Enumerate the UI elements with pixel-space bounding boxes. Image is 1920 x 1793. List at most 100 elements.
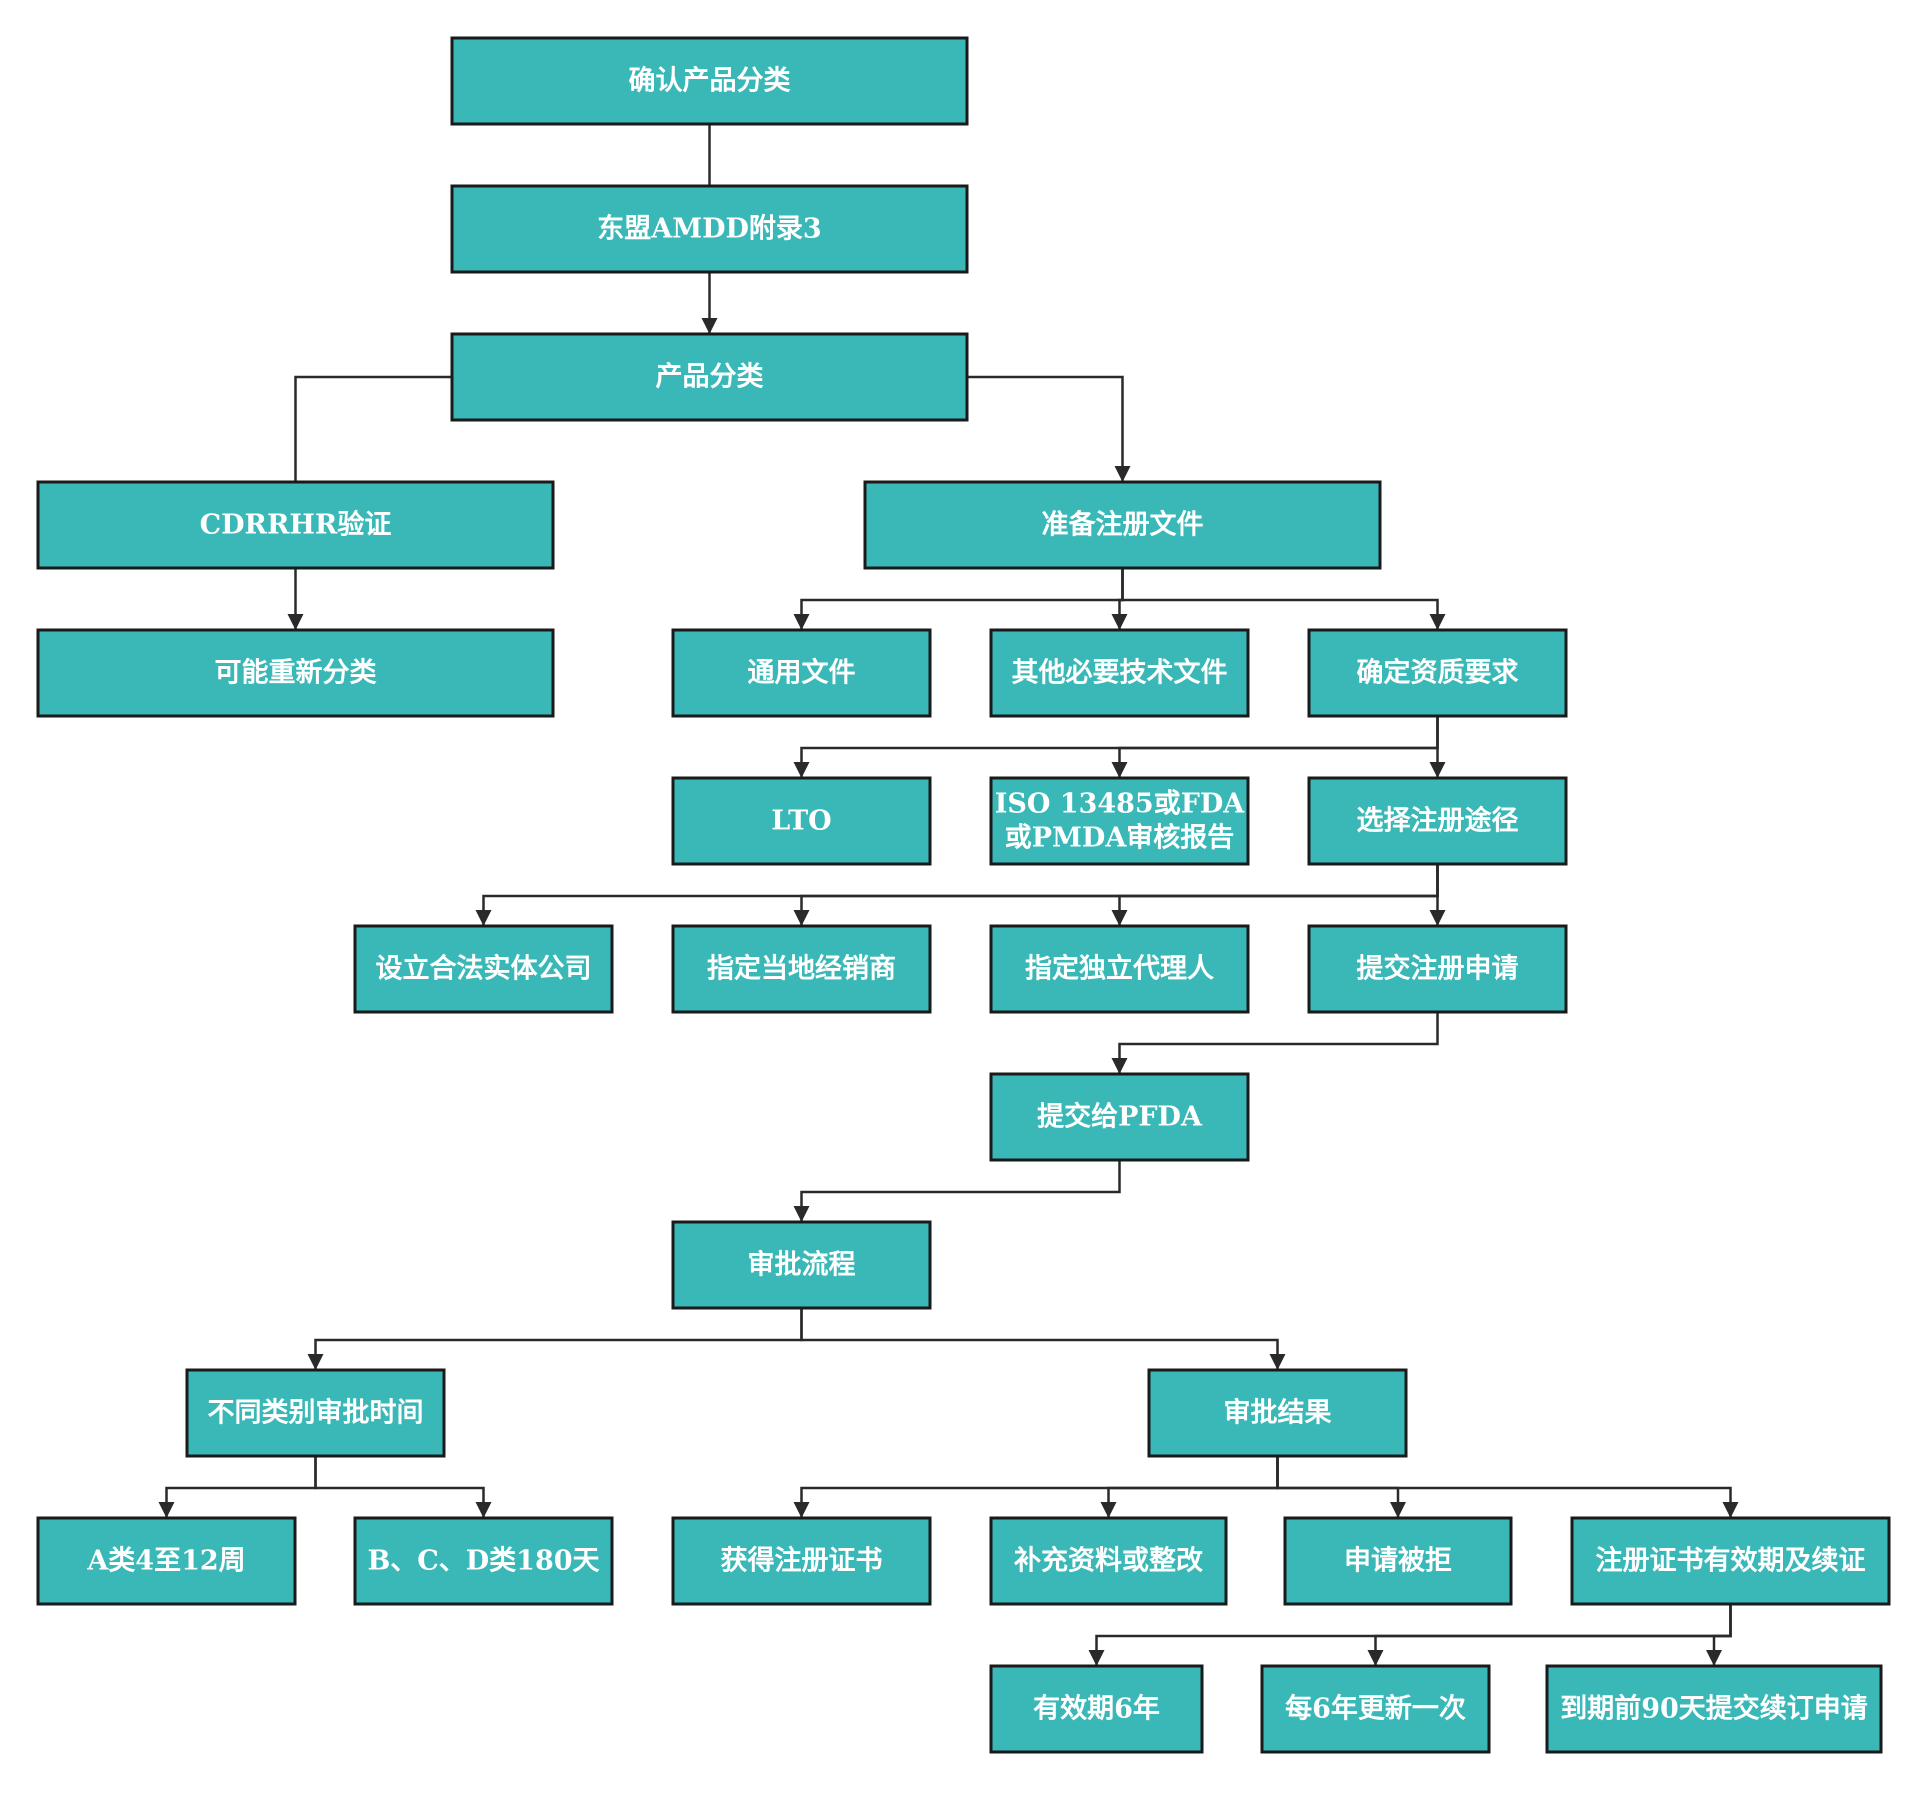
node-box <box>1283 1516 1513 1606</box>
node-lto: LTO <box>671 776 932 866</box>
edge-qualification_requirements-to-iso_fda_pmda <box>1118 716 1439 778</box>
node-box <box>671 924 932 1014</box>
node-label: 审批流程 <box>748 1249 856 1281</box>
node-box <box>1307 776 1568 866</box>
edge-prepare_registration_docs-to-general_docs <box>800 568 1124 630</box>
node-box <box>353 1516 614 1606</box>
arrowhead-local_distributor <box>793 910 810 926</box>
arrowhead-approval_process <box>793 1206 810 1222</box>
node-asean_amdd_annex3: 东盟AMDD附录3 <box>450 184 969 274</box>
arrowhead-legal_entity <box>475 910 492 926</box>
node-label: CDRRHR验证 <box>200 509 392 541</box>
edge-approval_result-to-certificate_validity_renewal <box>1276 1456 1732 1518</box>
node-choose_registration_route: 选择注册途径 <box>1307 776 1568 866</box>
node-label: A类4至12周 <box>86 1546 245 1577</box>
arrowhead-independent_agent <box>1111 910 1128 926</box>
node-box <box>671 1220 932 1310</box>
arrowhead-product_classification <box>701 318 718 334</box>
node-box <box>671 776 932 866</box>
node-box <box>1570 1516 1891 1606</box>
edge-certificate_validity_renewal-to-renew_every_6_years <box>1374 1604 1732 1666</box>
arrowhead-supplement_rectify <box>1100 1502 1117 1518</box>
node-label: 补充资料或整改 <box>1014 1545 1203 1577</box>
edge-approval_result-to-supplement_rectify <box>1107 1456 1279 1518</box>
node-box <box>450 184 969 274</box>
node-label: 或PMDA审核报告 <box>1005 822 1235 854</box>
node-application_rejected: 申请被拒 <box>1283 1516 1513 1606</box>
edge-approval_time_by_class-to-class_bcd_time <box>314 1456 485 1518</box>
node-approval_time_by_class: 不同类别审批时间 <box>185 1368 446 1458</box>
node-label: 不同类别审批时间 <box>208 1397 424 1429</box>
arrowhead-general_docs <box>793 614 810 630</box>
node-class_bcd_time: B、C、D类180天 <box>353 1516 614 1606</box>
arrowhead-submit_pfda <box>1111 1058 1128 1074</box>
arrowhead-application_rejected <box>1390 1502 1406 1518</box>
node-box <box>450 36 969 126</box>
node-box <box>671 1516 932 1606</box>
node-label: 到期前90天提交续订申请 <box>1560 1693 1868 1725</box>
edge-prepare_registration_docs-to-qualification_requirements <box>1121 568 1439 630</box>
node-box <box>353 924 614 1014</box>
edge-product_classification-to-prepare_registration_docs <box>967 375 1124 482</box>
node-label: 其他必要技术文件 <box>1012 657 1228 689</box>
edge-submit_application-to-submit_pfda <box>1118 1012 1439 1074</box>
node-box <box>185 1368 446 1458</box>
arrowhead-approval_time_by_class <box>307 1354 324 1370</box>
node-box <box>36 1516 297 1606</box>
node-label: 准备注册文件 <box>1042 509 1204 541</box>
node-box <box>1545 1664 1883 1754</box>
node-label: 东盟AMDD附录3 <box>597 213 821 245</box>
node-cdrrhr_verification: CDRRHR验证 <box>36 480 555 570</box>
node-label: 申请被拒 <box>1344 1546 1452 1577</box>
arrowhead-choose_registration_route <box>1429 762 1446 778</box>
edge-submit_pfda-to-approval_process <box>800 1160 1121 1222</box>
arrowhead-renew_90_days_before <box>1706 1650 1722 1666</box>
node-product_classification: 产品分类 <box>450 332 969 422</box>
node-label: LTO <box>771 806 831 837</box>
node-obtain_certificate: 获得注册证书 <box>671 1516 932 1606</box>
arrowhead-lto <box>793 762 810 778</box>
node-label: 有效期6年 <box>1033 1693 1160 1725</box>
node-box <box>989 924 1250 1014</box>
node-label: 指定独立代理人 <box>1025 953 1214 985</box>
node-box <box>450 332 969 422</box>
node-other_technical_docs: 其他必要技术文件 <box>989 628 1250 718</box>
arrowhead-approval_result <box>1269 1354 1286 1370</box>
arrowhead-other_technical_docs <box>1111 614 1128 630</box>
node-label: ISO 13485或FDA <box>995 789 1246 820</box>
node-submit_application: 提交注册申请 <box>1307 924 1568 1014</box>
edge-approval_process-to-approval_result <box>800 1308 1279 1370</box>
node-label: 每6年更新一次 <box>1285 1693 1466 1725</box>
node-box <box>36 628 555 718</box>
node-box <box>1307 628 1568 718</box>
node-label: 提交给PFDA <box>1037 1101 1203 1133</box>
node-general_docs: 通用文件 <box>671 628 932 718</box>
node-supplement_rectify: 补充资料或整改 <box>989 1516 1228 1606</box>
node-legal_entity: 设立合法实体公司 <box>353 924 614 1014</box>
node-box <box>1147 1368 1408 1458</box>
node-approval_process: 审批流程 <box>671 1220 932 1310</box>
arrowhead-submit_application <box>1429 910 1446 926</box>
node-approval_result: 审批结果 <box>1147 1368 1408 1458</box>
node-label: 选择注册途径 <box>1357 805 1519 837</box>
node-label: 可能重新分类 <box>215 657 377 689</box>
edge-choose_registration_route-to-independent_agent <box>1118 864 1439 926</box>
node-label: 确认产品分类 <box>629 65 791 97</box>
node-independent_agent: 指定独立代理人 <box>989 924 1250 1014</box>
node-prepare_registration_docs: 准备注册文件 <box>863 480 1382 570</box>
edges-layer <box>158 124 1739 1666</box>
node-possible_reclassification: 可能重新分类 <box>36 628 555 718</box>
node-label: 确定资质要求 <box>1357 657 1519 689</box>
node-qualification_requirements: 确定资质要求 <box>1307 628 1568 718</box>
arrowhead-possible_reclassification <box>287 614 304 630</box>
arrowhead-iso_fda_pmda <box>1111 762 1128 778</box>
edge-approval_process-to-approval_time_by_class <box>314 1308 803 1370</box>
arrowhead-obtain_certificate <box>793 1502 810 1518</box>
node-submit_pfda: 提交给PFDA <box>989 1072 1250 1162</box>
arrowhead-renew_every_6_years <box>1367 1650 1384 1666</box>
node-box <box>36 480 555 570</box>
node-label: 指定当地经销商 <box>707 953 896 985</box>
